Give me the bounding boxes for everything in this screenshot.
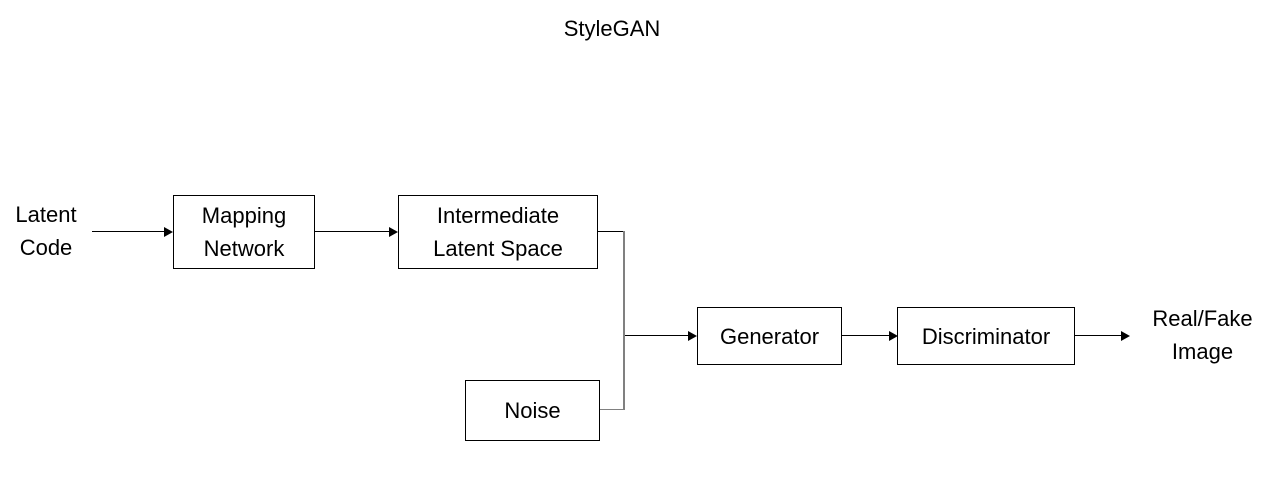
node-discriminator: Discriminator <box>897 307 1075 365</box>
edge-latent-to-mapping-arrowhead-icon <box>164 227 173 237</box>
edge-junction-to-generator-arrowhead-icon <box>688 331 697 341</box>
node-intermediate-latent-space: Intermediate Latent Space <box>398 195 598 269</box>
edge-discriminator-to-output-line <box>1075 335 1123 336</box>
node-noise: Noise <box>465 380 600 441</box>
node-mapping-network: Mapping Network <box>173 195 315 269</box>
diagram-title: StyleGAN <box>563 16 661 41</box>
edge-mapping-to-intermediate-line <box>315 231 391 232</box>
edge-discriminator-to-output-arrowhead-icon <box>1121 331 1130 341</box>
edge-generator-to-discriminator-arrowhead-icon <box>889 331 898 341</box>
node-real-fake-image: Real/Fake Image <box>1152 306 1253 364</box>
node-generator: Generator <box>697 307 842 365</box>
edge-junction-vertical-line <box>623 231 625 410</box>
edge-noise-to-junction-line <box>600 409 624 410</box>
edge-generator-to-discriminator-line <box>842 335 891 336</box>
node-latent-code: Latent Code <box>15 202 77 260</box>
edge-junction-to-generator-line <box>625 335 690 336</box>
edge-intermediate-to-junction-line <box>598 231 624 232</box>
edge-latent-to-mapping-line <box>92 231 166 232</box>
edge-mapping-to-intermediate-arrowhead-icon <box>389 227 398 237</box>
